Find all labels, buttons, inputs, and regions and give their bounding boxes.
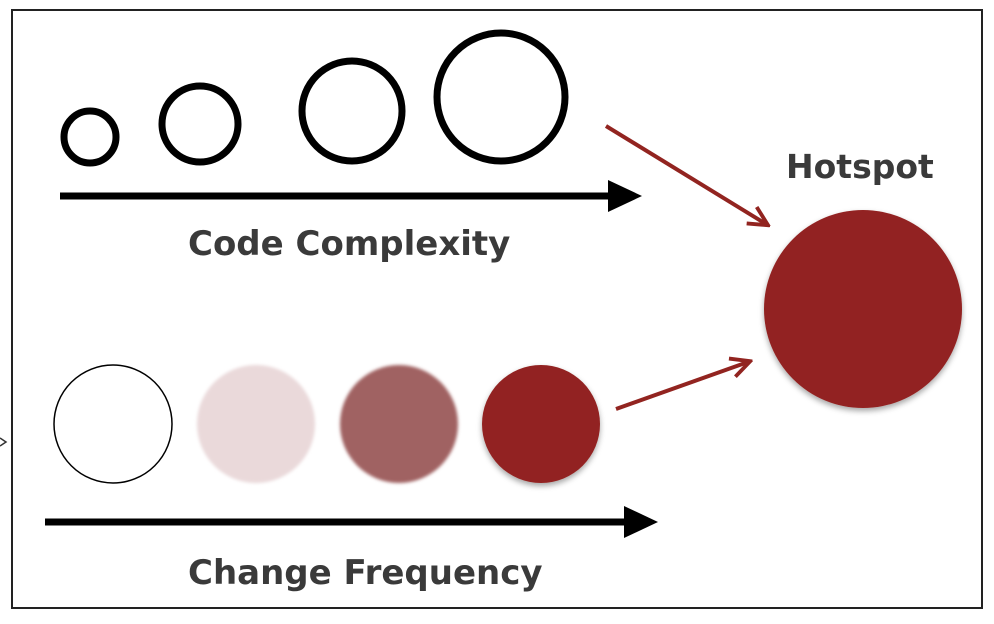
- frequency-circle-4: [482, 365, 600, 483]
- frequency-circle-2: [197, 365, 315, 483]
- complexity-circles: [60, 29, 569, 167]
- complexity-circle-4: [433, 29, 569, 165]
- complexity-circle-1: [60, 107, 120, 167]
- frequency-circles: [53, 364, 600, 484]
- frequency-label: Change Frequency: [188, 553, 543, 593]
- complexity-circle-3: [298, 57, 406, 165]
- complexity-axis-arrow: [60, 180, 642, 212]
- frequency-circle-1: [53, 364, 173, 484]
- hotspot-circle: [764, 210, 962, 408]
- edge-mark: [0, 437, 8, 447]
- frequency-axis-arrow: [45, 506, 658, 538]
- complexity-to-hotspot-arrow: [604, 124, 766, 224]
- complexity-label: Code Complexity: [188, 224, 510, 264]
- frequency-to-hotspot-arrow: [615, 362, 748, 411]
- complexity-circle-2: [158, 82, 242, 166]
- hotspot-label: Hotspot: [786, 147, 934, 186]
- frequency-circle-3: [340, 365, 458, 483]
